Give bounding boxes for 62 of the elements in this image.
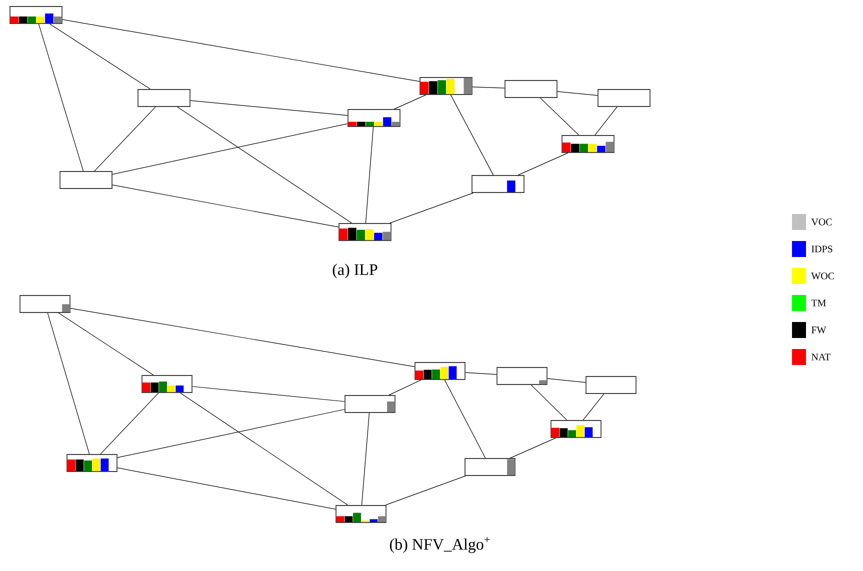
link-line <box>530 384 568 420</box>
bar-box <box>598 89 650 107</box>
bar-box <box>550 420 602 438</box>
bar-box <box>138 89 190 107</box>
link-line <box>117 468 336 510</box>
legend-label: NAT <box>812 354 830 360</box>
link-line <box>582 394 604 420</box>
legend-label: IDPS <box>812 246 832 252</box>
link-line <box>112 184 339 228</box>
link-line <box>472 86 505 88</box>
link-line <box>385 476 466 506</box>
link-line <box>180 392 348 506</box>
link-line <box>117 409 345 458</box>
link-line <box>47 312 90 454</box>
link-line <box>557 91 598 96</box>
link-line <box>518 152 568 176</box>
link-line <box>510 438 556 458</box>
bar-box <box>472 175 524 193</box>
link-line <box>38 24 84 172</box>
bar-box <box>60 171 112 189</box>
bar-box <box>142 375 192 393</box>
link-line <box>465 372 497 375</box>
caption: (b) NFV_Algo$^{+}$ <box>390 536 490 554</box>
link-line <box>390 192 474 224</box>
link-line <box>177 106 352 224</box>
link-line <box>547 378 586 383</box>
bar-box <box>414 362 466 380</box>
bar-box <box>420 77 472 95</box>
link-line <box>388 380 422 396</box>
link-line <box>100 392 159 454</box>
link-line <box>365 126 374 224</box>
legend-label: VOC <box>811 218 832 226</box>
bar-box <box>66 454 118 472</box>
link-line <box>70 308 415 367</box>
bar-box <box>336 505 386 523</box>
legend-label: WOC <box>811 272 834 280</box>
bar-box <box>464 458 516 476</box>
caption: (a) ILP <box>332 264 378 278</box>
link-line <box>94 106 156 172</box>
link-line <box>444 380 486 458</box>
link-line <box>540 98 580 136</box>
bar-box <box>20 295 70 313</box>
link-line <box>58 312 154 376</box>
bar-box <box>562 135 614 153</box>
legend-label: FW <box>812 326 826 334</box>
link-line <box>394 94 426 110</box>
legend-label: TM <box>811 300 826 306</box>
link-line <box>450 94 494 176</box>
bar-box <box>10 6 62 24</box>
link-line <box>594 106 618 136</box>
bar-box <box>338 223 392 241</box>
link-line <box>192 386 345 402</box>
link-line <box>50 24 151 90</box>
link-line <box>112 123 348 175</box>
link-line <box>62 19 420 82</box>
bar-box <box>586 376 636 394</box>
bar-box <box>496 367 548 385</box>
link-line <box>361 412 370 506</box>
bar-box <box>344 395 396 413</box>
bar-box <box>504 80 558 98</box>
bar-box <box>348 109 400 127</box>
link-line <box>190 100 348 116</box>
